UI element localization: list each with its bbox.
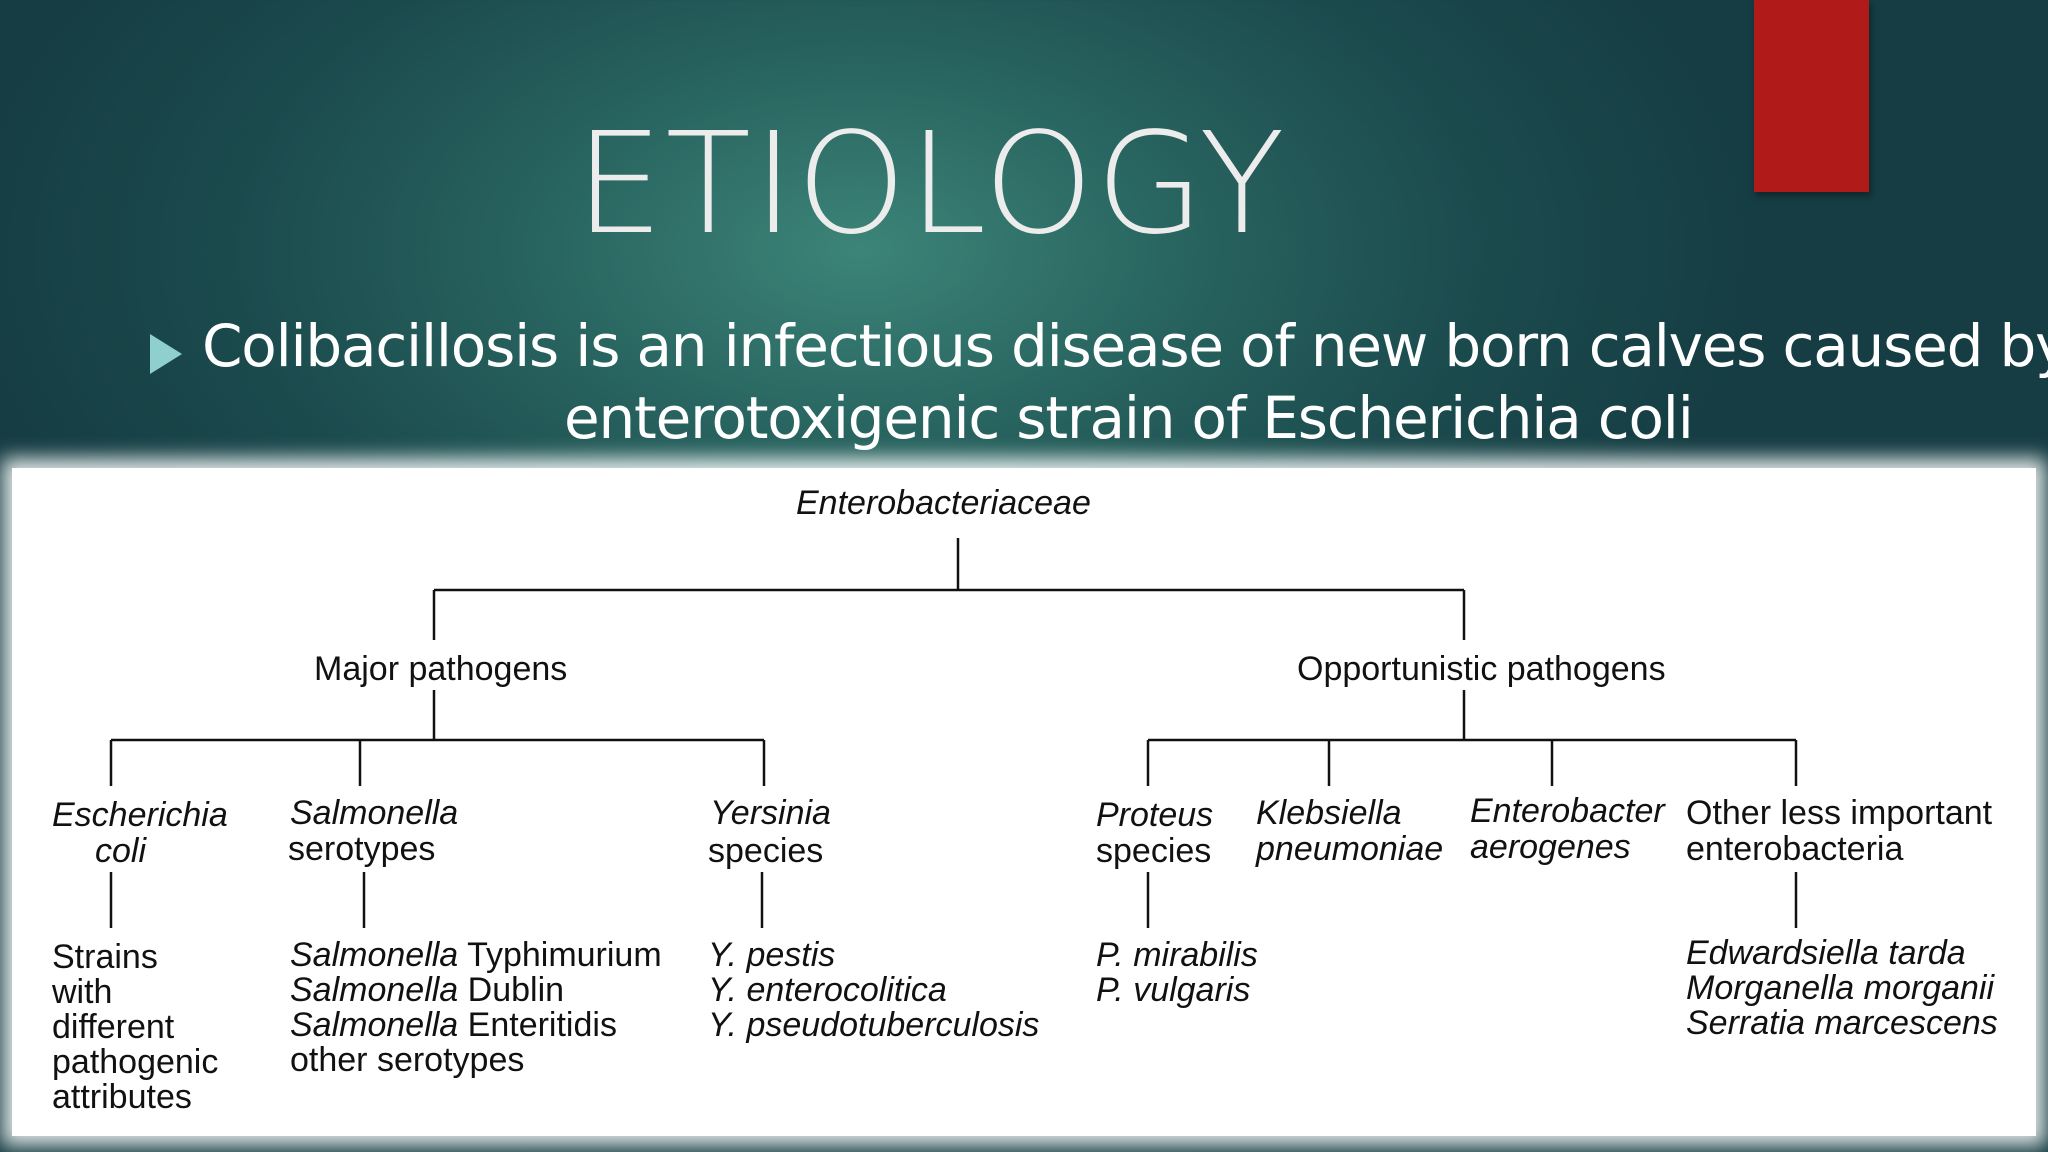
leaf-ecoli-line: pathogenic (52, 1043, 219, 1081)
leaf-salmonella-genus: Salmonella (290, 971, 459, 1009)
leaf-salmonella: Salmonella Typhimurium Salmonella Dublin… (290, 938, 662, 1078)
leaf-salmonella-line: Salmonella Typhimurium (290, 938, 662, 973)
node-salmonella-l2: serotypes (288, 830, 436, 868)
node-other-l2: enterobacteria (1686, 830, 1904, 868)
node-proteus-l1: Proteus (1096, 796, 1214, 834)
node-escherichia-coli-l1: Escherichia (52, 796, 228, 834)
leaf-other: Edwardsiella tarda Morganella morganii S… (1686, 936, 1998, 1041)
leaf-proteus-line: P. vulgaris (1096, 971, 1251, 1009)
leaf-salmonella-line: Salmonella Dublin (290, 973, 662, 1008)
node-opportunistic-pathogens: Opportunistic pathogens (1297, 650, 1666, 688)
node-yersinia-l2: species (708, 832, 824, 870)
leaf-yersinia-line: Y. enterocolitica (708, 971, 947, 1009)
leaf-other-line: Serratia marcescens (1686, 1004, 1998, 1042)
leaf-salmonella-serotype: Dublin (467, 971, 565, 1009)
node-other-l1: Other less important (1686, 794, 1993, 832)
node-enterobacter-l2: aerogenes (1470, 828, 1631, 866)
node-enterobacter-l1: Enterobacter (1470, 792, 1665, 830)
node-escherichia-coli-l2: coli (95, 832, 147, 870)
leaf-proteus-line: P. mirabilis (1096, 936, 1258, 974)
leaf-proteus: P. mirabilis P. vulgaris (1096, 938, 1258, 1008)
leaf-ecoli: Strains with different pathogenic attrib… (52, 940, 218, 1115)
bullet-arrow-icon (150, 334, 182, 374)
leaf-yersinia-line: Y. pestis (708, 936, 836, 974)
diagram-connectors (109, 538, 1798, 928)
node-salmonella-l1: Salmonella (290, 794, 459, 832)
slide-title: ETIOLOGY (575, 103, 1287, 266)
node-root: Enterobacteriaceae (796, 484, 1091, 522)
bullet-line-1: Colibacillosis is an infectious disease … (202, 312, 2048, 380)
bullet-text: Colibacillosis is an infectious disease … (202, 310, 2048, 454)
leaf-yersinia-line: Y. pseudotuberculosis (708, 1006, 1040, 1044)
node-klebsiella-l2: pneumoniae (1256, 830, 1444, 868)
leaf-yersinia: Y. pestis Y. enterocolitica Y. pseudotub… (708, 938, 1039, 1043)
node-yersinia-l1: Yersinia (710, 794, 831, 832)
leaf-ecoli-line: Strains (52, 938, 158, 976)
leaf-ecoli-line: different (52, 1008, 175, 1046)
leaf-ecoli-line: with (52, 973, 113, 1011)
leaf-salmonella-genus: Salmonella (290, 1006, 459, 1044)
leaf-salmonella-serotype: Typhimurium (467, 936, 662, 974)
leaf-salmonella-line: other serotypes (290, 1041, 525, 1079)
diagram-panel: Enterobacteriaceae Major pathogens Oppor… (12, 468, 2036, 1136)
leaf-ecoli-line: attributes (52, 1078, 192, 1116)
leaf-other-line: Morganella morganii (1686, 969, 1995, 1007)
leaf-other-line: Edwardsiella tarda (1686, 934, 1966, 972)
accent-bar (1754, 0, 1869, 192)
leaf-salmonella-serotype: Enteritidis (467, 1006, 617, 1044)
node-klebsiella-l1: Klebsiella (1256, 794, 1402, 832)
leaf-salmonella-line: Salmonella Enteritidis (290, 1008, 662, 1043)
node-major-pathogens: Major pathogens (314, 650, 568, 688)
leaf-salmonella-genus: Salmonella (290, 936, 459, 974)
node-proteus-l2: species (1096, 832, 1212, 870)
bullet-line-2: enterotoxigenic strain of Escherichia co… (564, 384, 1694, 452)
